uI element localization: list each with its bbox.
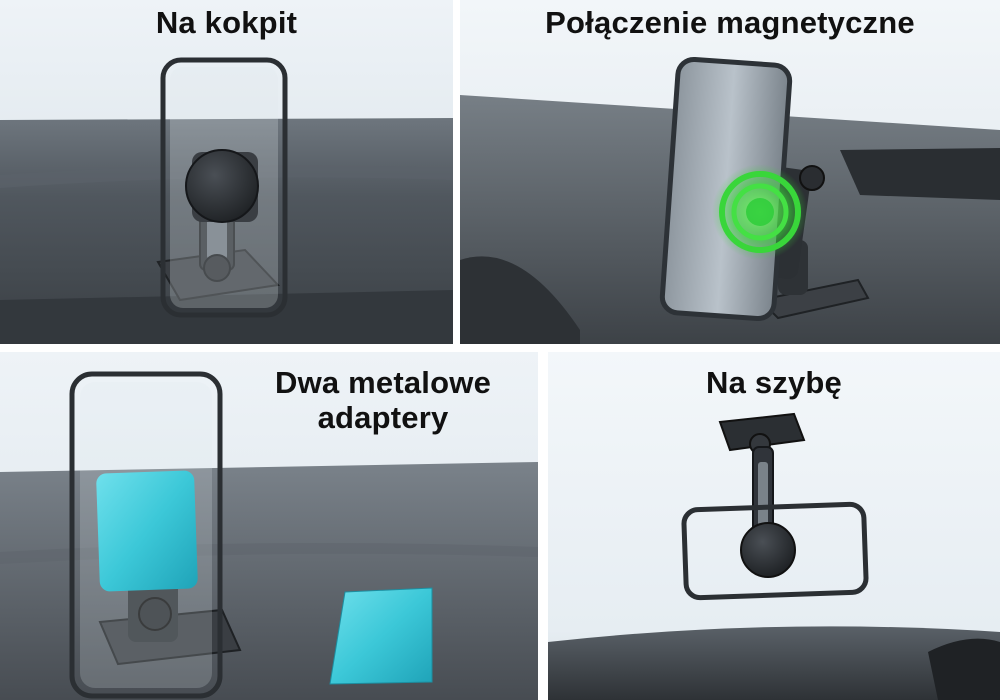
panel-magnetic-connection: Połączenie magnetyczne (460, 0, 1000, 344)
caption-adapters-line1: Dwa metalowe (274, 365, 492, 400)
caption-adapters-line2: adaptery (317, 399, 449, 435)
caption-magnetic: Połączenie magnetyczne (545, 5, 915, 40)
caption-adapters: Dwa metalowe adaptery (228, 365, 538, 435)
dashboard-mount-photo (0, 0, 453, 344)
panel-metal-adapters: Dwa metalowe adaptery (0, 352, 538, 700)
magnetic-connection-photo (460, 0, 1000, 344)
windshield-mount-photo (548, 352, 1000, 700)
metal-adapters-photo (0, 352, 538, 700)
caption-dashboard: Na kokpit (155, 5, 298, 40)
caption-windshield: Na szybę (706, 365, 842, 400)
panel-dashboard-mount: Na kokpit (0, 0, 453, 344)
panel-windshield-mount: Na szybę (548, 352, 1000, 700)
